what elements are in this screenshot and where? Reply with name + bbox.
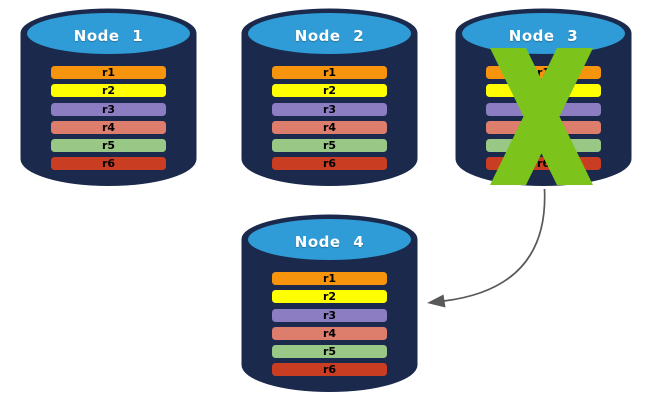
row-r1: r1	[51, 66, 166, 79]
node-4: Node 4 r1 r2 r3 r4 r5 r6	[241, 214, 418, 394]
row-r6: r6	[51, 157, 166, 171]
row-r6: r6	[486, 157, 601, 171]
row-r4: r4	[51, 120, 166, 134]
row-r1: r1	[486, 66, 601, 79]
row-r4: r4	[272, 120, 387, 134]
row-r1: r1	[272, 272, 387, 285]
node-label: Node 3	[508, 26, 579, 45]
row-list: r1 r2 r3 r4 r5 r6	[51, 66, 166, 171]
row-r3: r3	[486, 102, 601, 116]
node-label: Node 2	[294, 26, 365, 45]
row-r4: r4	[272, 326, 387, 340]
row-r3: r3	[51, 102, 166, 116]
row-r5: r5	[51, 139, 166, 153]
node-3: Node 3 r1 r2 r3 r4 r5 r6	[455, 8, 632, 188]
row-r4: r4	[486, 120, 601, 134]
row-r2: r2	[272, 84, 387, 98]
row-r2: r2	[51, 84, 166, 98]
node-2: Node 2 r1 r2 r3 r4 r5 r6	[241, 8, 418, 188]
row-r1: r1	[272, 66, 387, 79]
node-label: Node 4	[294, 232, 365, 251]
node-1: Node 1 r1 r2 r3 r4 r5 r6	[20, 8, 197, 188]
row-r3: r3	[272, 102, 387, 116]
arrow-head-icon	[427, 294, 446, 308]
row-r5: r5	[272, 345, 387, 359]
row-r3: r3	[272, 308, 387, 322]
row-list: r1 r2 r3 r4 r5 r6	[272, 272, 387, 377]
row-list: r1 r2 r3 r4 r5 r6	[272, 66, 387, 171]
row-r6: r6	[272, 363, 387, 377]
row-r5: r5	[272, 139, 387, 153]
row-list: r1 r2 r3 r4 r5 r6	[486, 66, 601, 171]
row-r2: r2	[486, 84, 601, 98]
row-r2: r2	[272, 290, 387, 304]
arrow-curve	[443, 188, 546, 302]
node-label: Node 1	[73, 26, 144, 45]
row-r5: r5	[486, 139, 601, 153]
replication-arrow	[427, 188, 546, 308]
row-r6: r6	[272, 157, 387, 171]
